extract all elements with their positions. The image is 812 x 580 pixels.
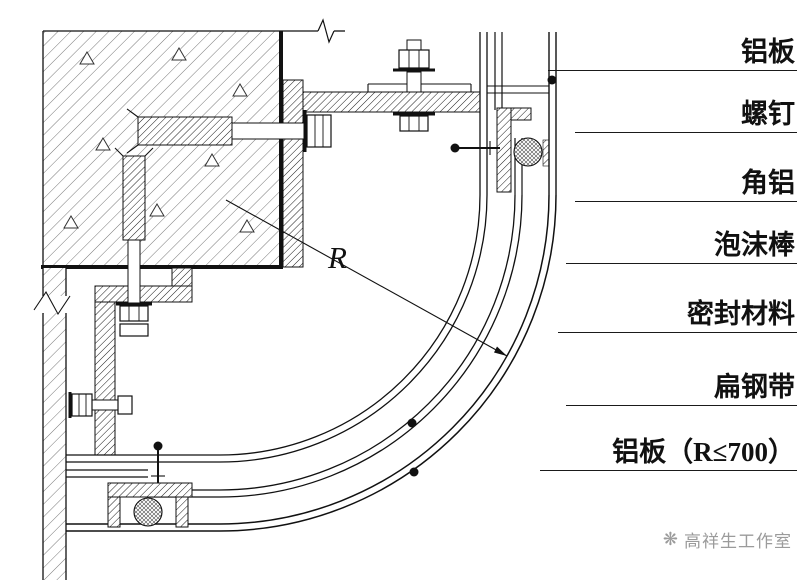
watermark-text: 高祥生工作室 xyxy=(684,532,792,551)
callout-sealant: 密封材料 xyxy=(558,298,797,333)
callout-label: 螺钉 xyxy=(741,99,795,129)
top-mullion xyxy=(457,32,557,195)
curved-panels xyxy=(66,194,557,532)
callout-flat-steel-band: 扁钢带 xyxy=(566,371,797,406)
callout-foam-rod: 泡沫棒 xyxy=(566,229,797,264)
radius-label: R xyxy=(328,240,347,275)
radius-dimension xyxy=(225,199,508,357)
vertical-anchor-bolt xyxy=(114,147,154,337)
callout-label: 泡沫棒 xyxy=(714,230,795,260)
bottom-mullion xyxy=(107,446,193,528)
callout-label: 密封材料 xyxy=(687,299,795,329)
flower-logo-icon: ❋ xyxy=(662,529,679,549)
callout-angle-aluminum: 角铝 xyxy=(575,167,797,202)
callout-label: 铝板 xyxy=(741,37,795,67)
callout-curved-panel: 铝板（R≤700） xyxy=(540,436,797,471)
watermark: ❋ 高祥生工作室 xyxy=(663,527,792,552)
callout-label: 铝板（R≤700） xyxy=(612,437,795,467)
left-wall-edge xyxy=(33,268,75,580)
callout-aluminum-panel: 铝板 xyxy=(548,36,797,71)
horizontal-anchor-bolt xyxy=(126,108,332,154)
callout-label: 角铝 xyxy=(741,168,795,198)
reference-dots xyxy=(153,75,557,477)
callout-label: 扁钢带 xyxy=(714,372,795,402)
callout-screw: 螺钉 xyxy=(575,98,797,133)
concrete-wall xyxy=(41,18,345,269)
